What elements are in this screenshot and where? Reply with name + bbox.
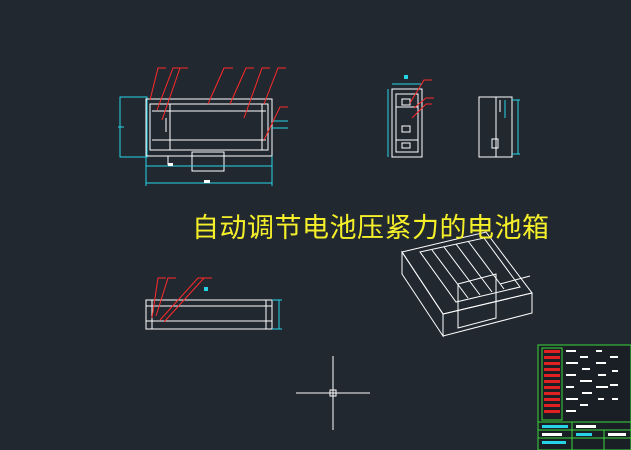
drawing-title: 自动调节电池压紧力的电池箱 [192, 213, 550, 244]
end-view [478, 96, 520, 158]
crosshair-icon [296, 356, 370, 430]
top-view [145, 277, 282, 330]
title-block [537, 344, 631, 450]
isometric-view [401, 231, 533, 338]
front-view [118, 67, 288, 186]
side-view [387, 75, 434, 158]
